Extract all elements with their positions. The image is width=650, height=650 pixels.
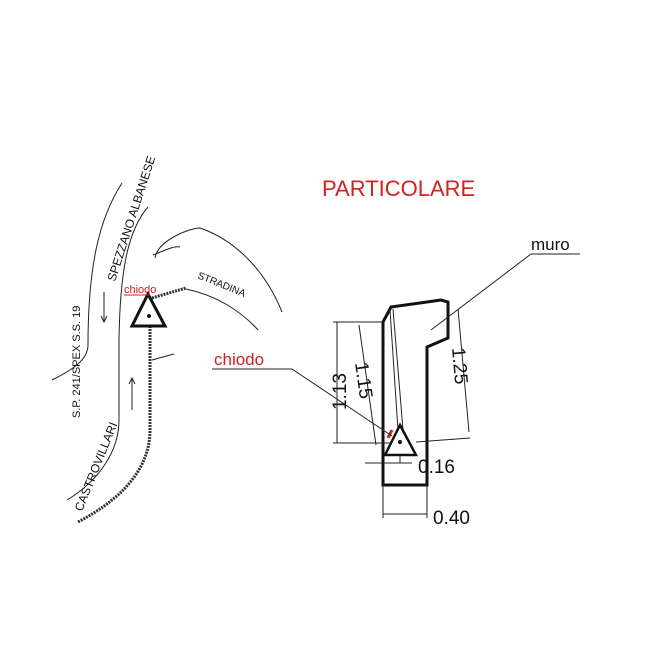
arrow-up-icon [128, 376, 136, 410]
arrow-down-icon [100, 292, 108, 324]
dimension-0-40: 0.40 [433, 508, 470, 529]
dimension-1-25: 1.25 [447, 347, 471, 386]
dimension-0-16-line [365, 455, 412, 464]
direction-south-label: CASTROVILLARI [72, 420, 120, 513]
stradina-corner [152, 246, 181, 256]
dimension-0-16: 0.16 [418, 457, 455, 478]
stradina-label: STRADINA [196, 271, 247, 300]
dimension-1-25-line [415, 308, 471, 443]
wall-label: muro [531, 235, 570, 254]
dimension-0-40-line [382, 485, 428, 518]
dimension-1-13-line [333, 321, 390, 444]
road-edge-inner [66, 206, 149, 501]
wall-leader-line [430, 253, 532, 331]
marker-red-mark [386, 429, 394, 439]
dimension-1-13: 1.13 [330, 373, 351, 410]
stradina-outer [154, 227, 283, 313]
detail-marker-dot [398, 440, 402, 444]
direction-north-label: SPEZZANO ALBANESE [105, 154, 159, 283]
title: PARTICOLARE [322, 176, 475, 201]
wall-hatched-top [151, 286, 187, 300]
detail-marker-triangle-icon [382, 422, 419, 457]
road-edge-outer [51, 182, 123, 381]
marker-triangle-icon [129, 290, 168, 328]
wall-inner-lines [389, 308, 404, 431]
road-main-label: S.P. 241/SPEX S.S. 19 [71, 306, 83, 418]
dimension-1-15: 1.15 [350, 361, 376, 401]
marker-dot [147, 314, 151, 318]
detail-drawing: muro chiodo 1.13 1.15 1.25 0.16 0.40 [212, 235, 580, 529]
wall-section [381, 298, 450, 487]
dimension-1-15-line [358, 324, 377, 446]
stradina-inner [185, 288, 259, 331]
location-map: chiodo S.P. 241/SPEX S.S. 19 SPEZZANO AL… [51, 154, 283, 524]
wall-hatched [77, 308, 152, 524]
map-marker-label: chiodo [124, 284, 156, 296]
tick [151, 353, 175, 361]
detail-marker-label: chiodo [214, 350, 264, 369]
marker-leader-line [291, 368, 393, 437]
